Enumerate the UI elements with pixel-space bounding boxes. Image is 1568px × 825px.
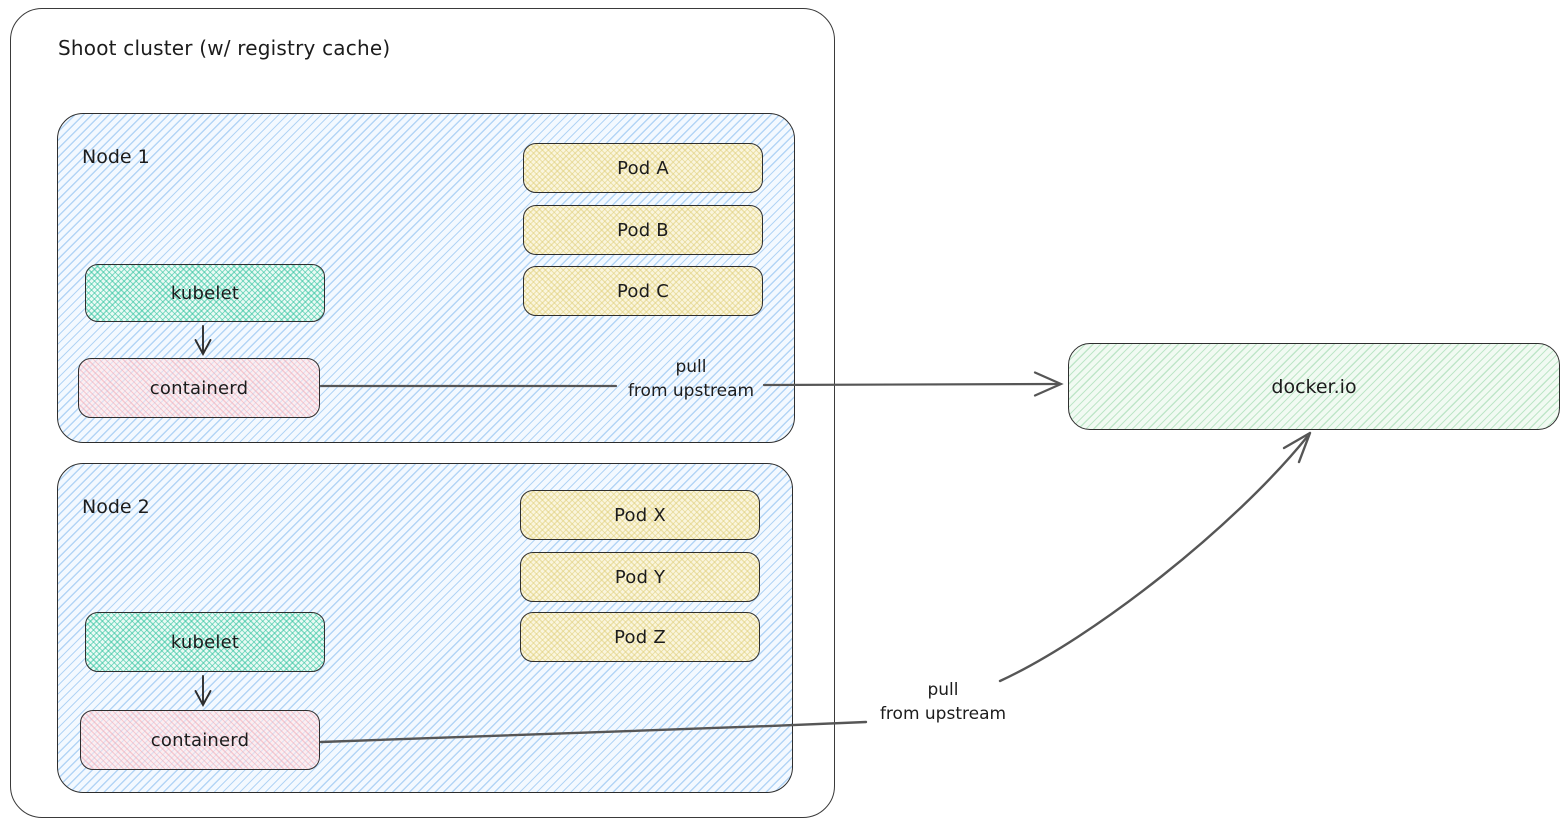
node2-kubelet-box: kubelet (85, 612, 325, 672)
node1-pull-edge-label-line2: from upstream (627, 381, 755, 401)
node2-pod-z-label: Pod Z (614, 626, 666, 648)
node1-pod-a-label: Pod A (617, 157, 669, 179)
node2-containerd-label: containerd (150, 729, 250, 751)
node1-pod-c-label: Pod C (617, 280, 669, 302)
node1-pod-a-box: Pod A (523, 143, 763, 193)
node1-kubelet-label: kubelet (170, 282, 240, 304)
shoot-cluster-title: Shoot cluster (w/ registry cache) (58, 36, 391, 60)
node2-pod-y-box: Pod Y (520, 552, 760, 602)
node2-pull-edge-label-line1: pull (927, 680, 959, 700)
node1-containerd-label: containerd (149, 377, 249, 399)
node2-kubelet-label: kubelet (170, 631, 240, 653)
registry-box: docker.io (1068, 343, 1560, 430)
node2-pull-edge-label: pull from upstream (848, 678, 1038, 726)
node2-label: Node 2 (82, 496, 150, 518)
node2-pod-y-label: Pod Y (614, 566, 666, 588)
node2-containerd-box: containerd (80, 710, 320, 770)
node1-label: Node 1 (82, 146, 150, 168)
node1-pod-b-label: Pod B (617, 219, 669, 241)
node1-pod-b-box: Pod B (523, 205, 763, 255)
node2-pod-x-label: Pod X (614, 504, 666, 526)
node1-pod-c-box: Pod C (523, 266, 763, 316)
node1-containerd-box: containerd (78, 358, 320, 418)
node2-pod-x-box: Pod X (520, 490, 760, 540)
node1-pull-edge-label: pull from upstream (596, 355, 786, 403)
node1-kubelet-box: kubelet (85, 264, 325, 322)
registry-label: docker.io (1271, 375, 1357, 398)
node2-pull-edge-label-line2: from upstream (879, 704, 1007, 724)
node2-pod-z-box: Pod Z (520, 612, 760, 662)
node1-pull-edge-label-line1: pull (675, 357, 707, 377)
